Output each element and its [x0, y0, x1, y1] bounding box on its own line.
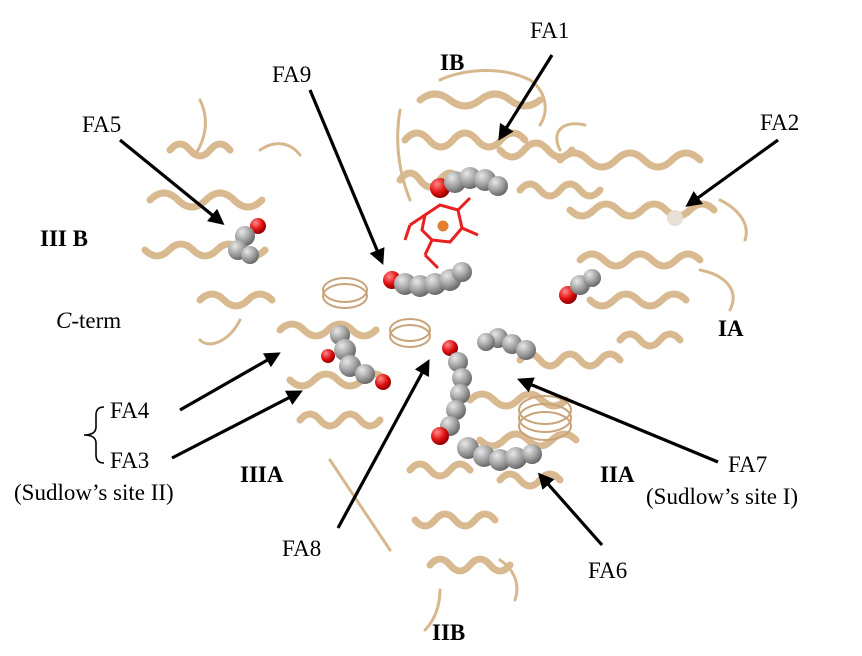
- site-note-fa7: (Sudlow’s site I): [646, 484, 798, 509]
- site-label-fa3: FA3: [110, 448, 149, 473]
- arrow-fa2: [685, 138, 779, 207]
- site-label-fa5: FA5: [82, 112, 121, 137]
- arrow-fa8: [336, 359, 430, 529]
- site-label-fa4: FA4: [110, 398, 150, 423]
- domain-iib-helices: [406, 460, 519, 632]
- ligand-fa6-fa8: [431, 340, 542, 471]
- domain-label-iiia: IIIA: [240, 462, 284, 487]
- arrow-fa3: [171, 390, 303, 460]
- domain-label-iib: IIB: [432, 620, 465, 645]
- c-terminus-suffix: -term: [71, 308, 121, 333]
- c-terminus-label: C-term: [56, 308, 121, 333]
- domain-label-iia: IIA: [600, 462, 635, 487]
- site-label-fa2: FA2: [760, 110, 799, 135]
- ligand-fa9: [383, 262, 472, 297]
- arrow-fa6: [537, 472, 604, 547]
- domain-iia-helices: [466, 350, 624, 490]
- ligand-fa1: [430, 167, 508, 198]
- fatty-acid-ligands: [228, 167, 683, 471]
- ligand-fa3-fa4: [321, 325, 391, 390]
- domain-label-ia: IA: [718, 316, 744, 341]
- arrow-fa9: [308, 89, 385, 265]
- site-label-fa7: FA7: [728, 452, 767, 477]
- heme-molecule: [403, 196, 479, 270]
- domain-ia-helices: [555, 122, 748, 350]
- domain-iiia-helices: [276, 277, 431, 552]
- domain-label-iiib: III B: [40, 226, 88, 251]
- arrow-fa4: [179, 352, 281, 412]
- ligand-fa2: [559, 210, 683, 304]
- arrow-fa7: [517, 377, 719, 464]
- c-terminus-prefix: C: [56, 308, 72, 333]
- site-label-fa6: FA6: [588, 558, 627, 583]
- ligand-fa7: [477, 328, 536, 360]
- site-label-fa9: FA9: [272, 62, 311, 87]
- domain-ib-helices: [396, 69, 604, 202]
- arrow-fa1: [498, 54, 554, 141]
- domain-label-ib: IB: [440, 50, 464, 75]
- protein-ribbon: [141, 69, 748, 632]
- pointer-arrows: [118, 54, 779, 547]
- site-label-fa1: FA1: [530, 18, 569, 43]
- site-note-fa3: (Sudlow’s site II): [14, 480, 174, 505]
- ligand-fa5: [228, 218, 266, 264]
- site-label-fa8: FA8: [282, 536, 321, 561]
- arrow-fa5: [118, 138, 225, 226]
- fa3-fa4-bracket: [83, 406, 105, 464]
